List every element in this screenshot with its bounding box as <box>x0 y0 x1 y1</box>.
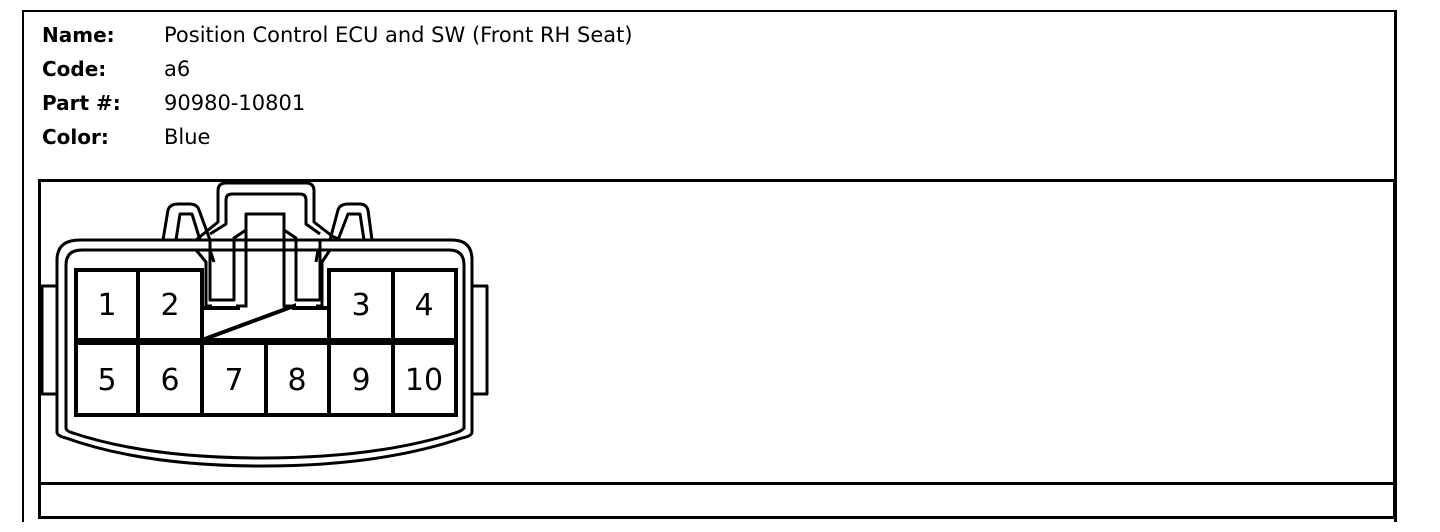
pin-label-5: 5 <box>97 363 116 398</box>
name-row: Name: Position Control ECU and SW (Front… <box>42 18 633 52</box>
connector-diagram-frame <box>38 179 1396 519</box>
part-label: Part #: <box>42 91 121 115</box>
cavity-10 <box>391 341 458 417</box>
pin-label-3: 3 <box>351 288 370 323</box>
pin-label-7: 7 <box>224 363 243 398</box>
pin-label-4: 4 <box>414 288 433 323</box>
part-value: 90980-10801 <box>164 91 306 115</box>
pin-label-1: 1 <box>97 288 116 323</box>
code-label: Code: <box>42 57 107 81</box>
housing-outer <box>55 238 474 468</box>
connector-info: Name: Position Control ECU and SW (Front… <box>42 18 633 154</box>
color-value: Blue <box>164 125 211 149</box>
left-latch-lug <box>161 202 212 241</box>
housing-inner <box>64 248 466 460</box>
code-value: a6 <box>164 57 191 81</box>
cavity-2 <box>136 268 204 342</box>
pin-label-6: 6 <box>160 363 179 398</box>
name-value: Position Control ECU and SW (Front RH Se… <box>164 23 633 47</box>
code-row: Code: a6 <box>42 52 633 86</box>
pin-label-8: 8 <box>287 363 306 398</box>
color-label: Color: <box>42 125 109 149</box>
center-latch-stem <box>236 212 296 308</box>
name-label: Name: <box>42 23 115 47</box>
pin-label-9: 9 <box>351 363 370 398</box>
cavity-4 <box>391 268 458 342</box>
part-row: Part #: 90980-10801 <box>42 86 633 120</box>
left-side-tab <box>40 284 57 396</box>
pin-label-2: 2 <box>160 288 179 323</box>
center-key-block <box>201 303 331 342</box>
frame-divider <box>41 482 1393 485</box>
right-latch-lug <box>328 202 374 241</box>
cavity-grid <box>74 212 458 417</box>
right-side-tab <box>472 284 489 396</box>
latch-cover-inner <box>209 192 321 236</box>
pin-label-10: 10 <box>405 363 443 398</box>
color-row: Color: Blue <box>42 120 633 154</box>
